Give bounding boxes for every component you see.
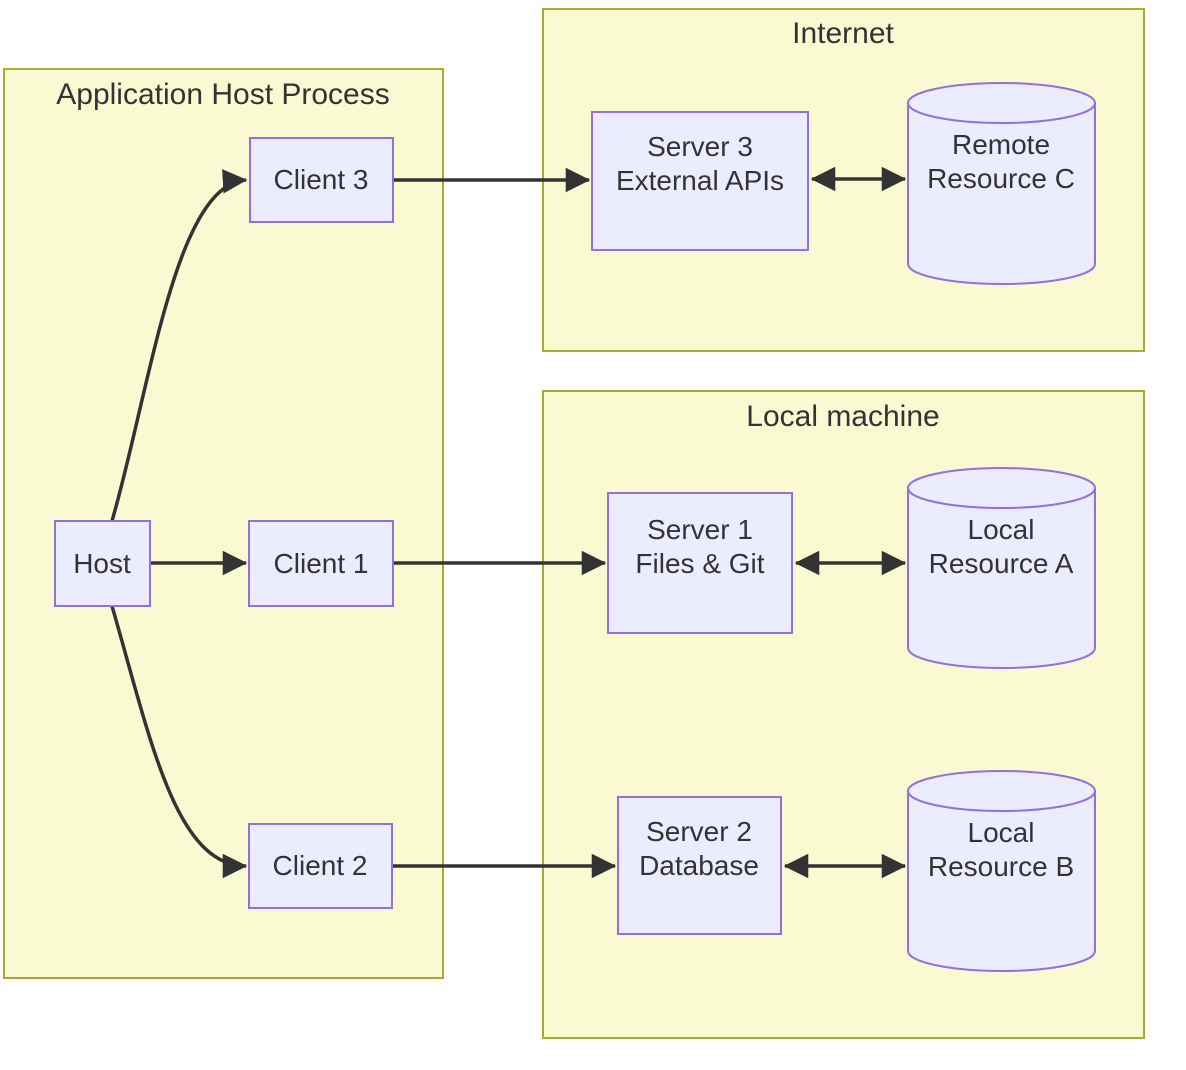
client2-label: Client 2 [273, 850, 368, 881]
resource-c-cylinder-cap [907, 82, 1096, 124]
server2-label-line1: Server 2 [646, 816, 752, 847]
resource-b-label-line2: Resource B [928, 851, 1074, 882]
cluster-title-application-host-process: Application Host Process [56, 78, 390, 111]
client1-node [248, 520, 394, 607]
resource-c-label-line1: Remote [952, 129, 1050, 160]
host-label: Host [73, 548, 131, 579]
client2-node [248, 823, 393, 909]
edge-host-to-client2 [110, 605, 248, 879]
edge-host-to-client3 [110, 169, 248, 522]
server2-label-line2: Database [639, 850, 759, 881]
resource-b-cylinder-cap [907, 770, 1096, 812]
resource-b-label-line1: Local [968, 817, 1035, 848]
client3-label: Client 3 [274, 164, 369, 195]
resource-a-label-line2: Resource A [929, 548, 1074, 579]
host-node [54, 520, 151, 607]
resource-a-cylinder [907, 467, 1096, 669]
client3-node [249, 137, 394, 223]
cluster-title-local-machine: Local machine [746, 400, 939, 433]
resource-a-cylinder-cap [907, 467, 1096, 509]
resource-c-label-line2: Resource C [927, 163, 1075, 194]
server3-node [591, 111, 809, 251]
server2-node [617, 796, 782, 935]
cluster-title-internet: Internet [792, 17, 894, 50]
resource-a-cylinder-body [907, 488, 1096, 669]
server3-label-line1: Server 3 [647, 131, 753, 162]
resource-b-cylinder-body [907, 791, 1096, 972]
resource-a-label-line1: Local [968, 514, 1035, 545]
server3-label-line2: External APIs [616, 165, 784, 196]
resource-c-cylinder [907, 82, 1096, 285]
resource-c-cylinder-body [907, 103, 1096, 285]
resource-b-cylinder [907, 770, 1096, 972]
server1-label-line1: Server 1 [647, 514, 753, 545]
server1-label-line2: Files & Git [635, 548, 764, 579]
server1-node [607, 492, 793, 634]
client1-label: Client 1 [274, 548, 369, 579]
